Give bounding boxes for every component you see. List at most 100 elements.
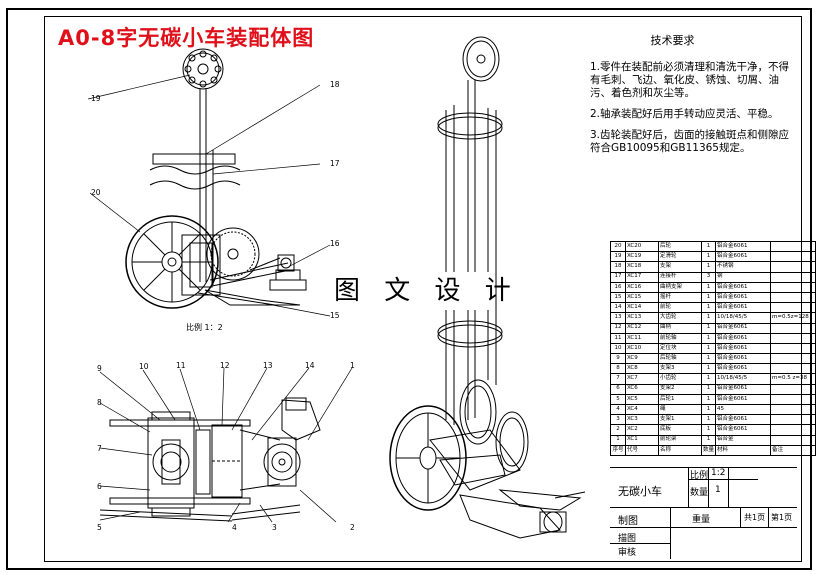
bom-cell: 4 [610,403,626,416]
callout-4: 4 [232,523,237,532]
bom-cell: 10/18/45/5 [715,373,772,385]
callout-8: 8 [97,398,102,407]
front-view-scale: 比例 1：2 [186,323,223,332]
callout-14: 14 [305,361,315,370]
sheets-total: 共1页 [744,513,766,522]
callout-16: 16 [330,239,340,248]
isometric-view-drawing [389,36,586,539]
bom-cell [770,322,817,334]
bom-cell: 1 [700,281,717,293]
bom-cell [770,424,817,436]
bom-cell: 前轮轴 [658,332,702,344]
callout-17: 17 [330,159,340,168]
bom-cell: XC3 [625,414,659,426]
watermark: 图 文 设 计 [334,272,511,310]
bom-cell: 1 [700,322,717,334]
tech-item-1: 1.零件在装配前必须清理和清洗干净，不得有毛刺、飞边、氧化皮、锈蚀、切屑、油污、… [590,61,790,99]
callout-5: 5 [97,523,102,532]
bom-cell: XC8 [625,363,659,375]
bom-cell: 摇杆 [658,291,702,304]
bom-cell: XC11 [625,332,659,344]
bom-cell [770,332,817,344]
bom-cell: 定位块 [658,342,702,355]
bom-cell: 铝合金6061 [715,251,772,263]
bom-cell: 后轮1 [658,393,702,406]
bom-cell: 1 [700,383,717,395]
bom-cell: 大齿轮 [658,312,702,324]
bom-cell: 1 [700,403,717,416]
bom-cell: 小齿轮 [658,373,702,385]
bom-cell: 3 [700,271,717,283]
bom-cell: 底板 [658,424,702,436]
bom-cell: XC1 [625,434,659,446]
bom-cell: 钢 [715,271,772,283]
callout-9: 9 [97,364,102,373]
bom-row: 序号代号名称数量材料备注 [610,444,817,456]
bom-cell: 13 [610,312,626,324]
bom-cell [770,403,817,416]
bom-cell: 1 [700,240,717,253]
bom-cell: 铝合金6061 [715,353,772,365]
bom-cell: 14 [610,302,626,314]
bom-cell: m=0.5 z=38 [770,373,817,385]
weight-label: 重量 [692,515,711,525]
bom-cell: XC6 [625,383,659,395]
bom-cell [770,383,817,395]
bom-cell: XC14 [625,302,659,314]
bom-cell: XC10 [625,342,659,355]
bom-cell: 曲柄支架 [658,281,702,293]
bom-cell: 铝合金6061 [715,240,772,253]
bom-cell [770,302,817,314]
bom-cell: 铝合金6061 [715,414,772,426]
bom-cell: 连接杆 [658,271,702,283]
bom-cell: 不锈钢 [715,261,772,273]
bom-cell: 铝合金6061 [715,332,772,344]
bom-cell: 支架3 [658,363,702,375]
front-view-drawing [87,48,331,317]
bom-cell [770,251,817,263]
bom-cell: 6 [610,383,626,395]
bom-cell: XC18 [625,261,659,273]
bom-cell: 曲柄 [658,322,702,334]
bom-cell: 1 [700,251,717,263]
bom-cell: XC17 [625,271,659,283]
bom-cell: 1 [700,261,717,273]
bom-cell: 铝合金6061 [715,342,772,355]
bom-cell: 定滑轮 [658,251,702,263]
callout-2: 2 [350,523,355,532]
ratio-value: 1:2 [711,468,726,478]
bom-cell: 前轮架 [658,434,702,446]
technical-requirements: 技术要求 1.零件在装配前必须清理和清洗干净，不得有毛刺、飞边、氧化皮、锈蚀、切… [590,34,795,163]
bom-cell: XC9 [625,353,659,365]
bom-cell: 铝合金6061 [715,281,772,293]
bom-cell: 10 [610,342,626,355]
callout-15: 15 [330,311,340,320]
check-label: 审核 [618,548,637,558]
bom-cell: 1 [700,332,717,344]
bom-cell: XC12 [625,322,659,334]
bom-cell: 3 [610,414,626,426]
tech-heading: 技术要求 [650,34,695,47]
bom-cell: XC7 [625,373,659,385]
bom-cell: XC5 [625,393,659,406]
design-label: 描图 [618,534,637,544]
bom-cell: 1 [700,414,717,426]
bom-cell: 10/18/45/5 [715,312,772,324]
bom-cell: 15 [610,291,626,304]
qty-label: 数量 [690,488,709,498]
bom-cell: 铝合金 [715,434,772,446]
bom-cell: 12 [610,322,626,334]
bom-cell: XC2 [625,424,659,436]
callout-1: 1 [350,361,355,370]
bom-cell: 前轮 [658,302,702,314]
plan-view-drawing [99,367,353,523]
bom-cell: 5 [610,393,626,406]
